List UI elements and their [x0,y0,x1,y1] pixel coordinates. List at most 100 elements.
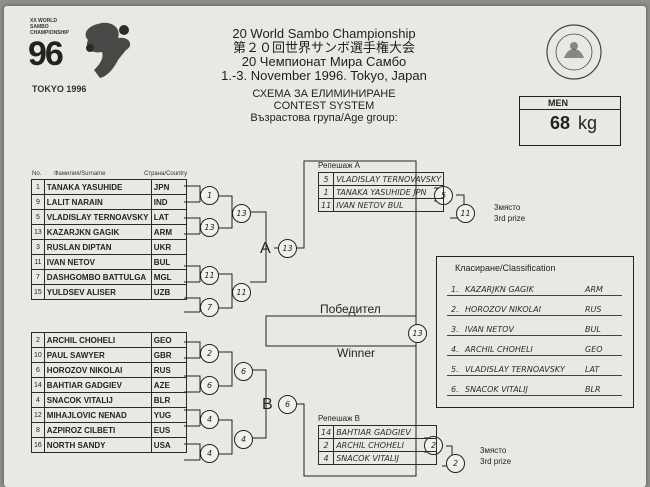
logo-line-3: CHAMPIONSHIP [30,30,69,36]
bracket-sheet: XX WORLD SAMBO CHAMPIONSHIP 96 TOKYO 199… [4,6,646,487]
winner-label-en: Winner [337,346,376,360]
repechage-number: 1 [317,185,335,199]
scheme-en: CONTEST SYSTEM [273,100,375,112]
bout-result-circle: 11 [200,266,219,285]
col-no: No. [32,171,42,177]
list-item: 6. SNACOK VITALIJ BLR [447,381,622,396]
wrestlers-icon [85,22,131,78]
championship-logo: XX WORLD SAMBO CHAMPIONSHIP 96 TOKYO 199… [28,18,140,108]
repechage-number: 4 [317,451,335,465]
age-group: Възрастова група/Age group: [250,112,398,124]
repechage-name: IVAN NETOV BUL [333,198,445,212]
bout-result-circle: 4 [234,430,253,449]
logo-city: TOKYO 1996 [32,84,87,94]
title-ru: 20 Чемпионат Мира Самбо [241,54,407,69]
repechage-a-place-en: 3rd prize [494,214,526,223]
bout-result-circle: 2 [446,454,465,473]
bout-result-circle: 4 [200,444,219,463]
bout-result-circle: 11 [456,204,475,223]
pool-b-label: B [262,396,273,413]
athlete-country: LAT [585,365,600,374]
title-en: 20 World Sambo Championship [232,26,416,41]
classification-title: Класиране/Classification [455,263,556,273]
bout-result-circle: 6 [234,362,253,381]
repechage-name: ARCHIL CHOHELI [333,438,438,452]
competitor-country: UZB [150,284,187,300]
repechage-b-place-en: 3rd prize [480,457,512,466]
logo-line-2: SAMBO [30,24,49,30]
header: 20 World Sambo Championship 第２０回世界サンボ選手権… [184,26,464,125]
repechage-number: 11 [317,198,335,212]
pool-a-label: A [260,240,271,257]
competitor-country: MGL [150,269,187,285]
athlete-name: SNACOK VITALIJ [465,385,528,394]
repechage-b-place-bg: 3място [480,446,507,455]
repechage-name: BAHTIAR GADGIEV [333,425,438,439]
rank: 4. [451,345,459,354]
winner-label-bg: Победител [320,302,381,316]
competitor-country: USA [150,437,187,453]
classification-box: Класиране/Classification 1. KAZARJKN GAGI… [436,256,634,408]
category-label: MEN [548,98,568,108]
rank: 1. [451,285,459,294]
bout-result-circle: 6 [200,376,219,395]
athlete-name: VLADISLAY TERNOAVSKY [465,365,565,374]
repechage-name: TANAKA YASUHIDE JPN [333,185,445,199]
repechage-number: 2 [317,438,335,452]
bout-result-circle: 13 [232,204,251,223]
weight-category-box: MEN 68 kg [519,96,621,146]
bout-result-circle: 7 [200,298,219,317]
logo-line-1: XX WORLD [30,18,57,24]
col-name: Фамилия/Surname [54,171,106,177]
athlete-country: ARM [585,285,603,294]
rank: 6. [451,385,459,394]
bout-result-circle: 13 [200,218,219,237]
list-item: 1. KAZARJKN GAGIK ARM [447,281,622,296]
rank: 3. [451,325,459,334]
athlete-name: IVAN NETOV [465,325,514,334]
bout-result-circle: 4 [200,410,219,429]
athlete-name: HOROZOV NIKOLAI [465,305,541,314]
scheme-bg: СХЕМА ЗА ЕЛИМИНИРАНЕ [252,88,396,100]
repechage-a-title: Репешаж A [318,161,360,170]
rank: 5. [451,365,459,374]
bout-result-circle: 13 [278,239,297,258]
athlete-name: KAZARJKN GAGIK [465,285,534,294]
repechage-a-place-bg: 3място [494,203,521,212]
bout-result-circle: 1 [200,186,219,205]
logo-year: 96 [28,35,64,73]
list-item: 4. ARCHIL CHOHELI GEO [447,341,622,356]
repechage-number: 14 [317,425,335,439]
bout-result-circle: 13 [408,324,427,343]
list-item: 5. VLADISLAY TERNOAVSKY LAT [447,361,622,376]
athlete-country: GEO [585,345,603,354]
event-dates: 1.-3. November 1996. Tokyo, Japan [221,68,427,83]
title-jp: 第２０回世界サンボ選手権大会 [232,40,415,55]
weight-value: 68 [550,113,571,133]
repechage-b-title: Репешаж B [318,414,360,423]
repechage-name: SNACOK VITALIJ [333,451,438,465]
athlete-name: ARCHIL CHOHELI [465,345,533,354]
athlete-country: BLR [585,385,601,394]
bracket-lines [184,160,465,477]
competitor-number: 16 [31,437,45,453]
